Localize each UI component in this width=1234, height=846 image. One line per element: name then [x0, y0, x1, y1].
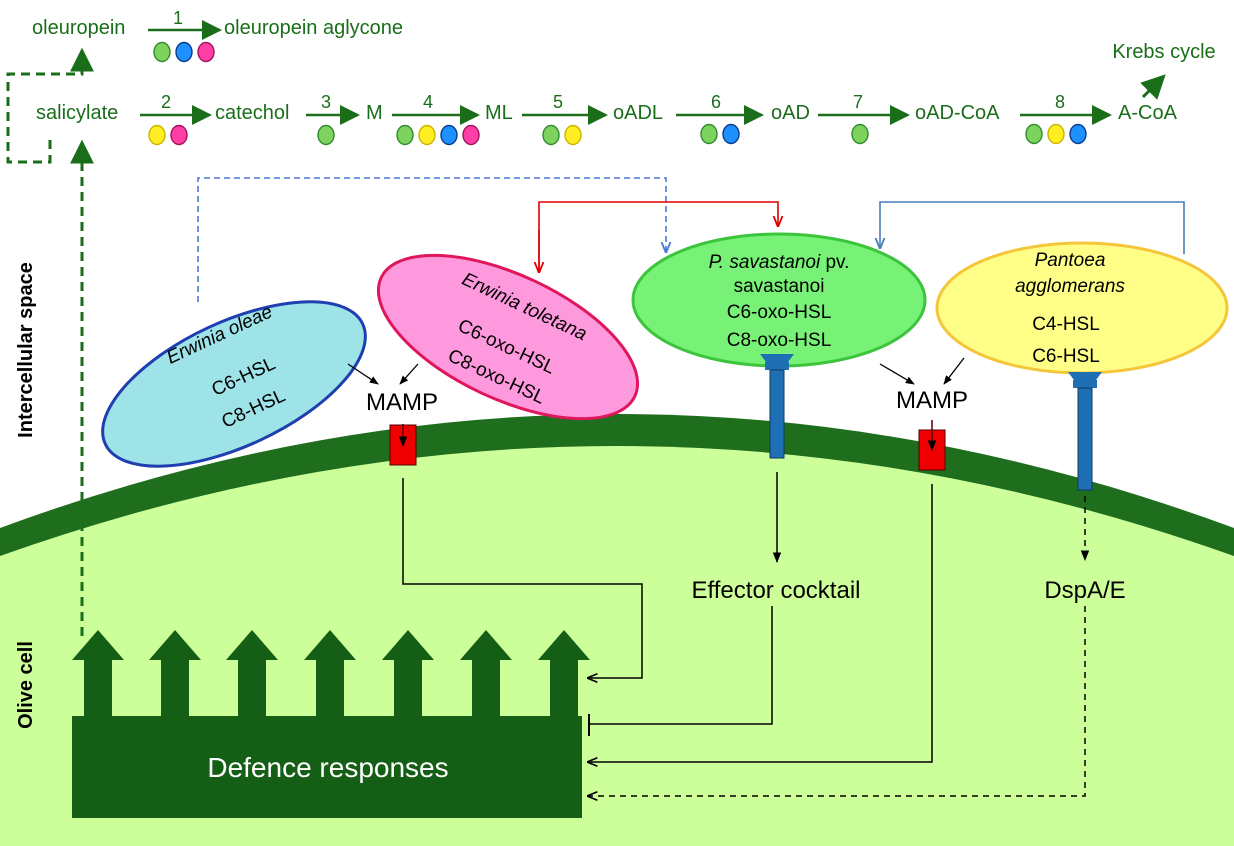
compound-m: M — [366, 102, 383, 124]
oleae-to-mamp-arrow — [347, 363, 379, 385]
enzyme-dot-step8-green — [1025, 123, 1043, 145]
p-savastanoi-name-rest: pv. — [820, 252, 849, 273]
enzyme-dot-step6-blue — [722, 123, 740, 145]
pantoea-to-psv-connector — [880, 201, 1185, 254]
effector-cocktail-label: Effector cocktail — [692, 577, 861, 604]
mamp-right-to-defence-arrow — [588, 484, 933, 762]
enzyme-dot-step5-yellow — [564, 124, 582, 146]
step-number-4: 4 — [423, 92, 433, 112]
step-number-8: 8 — [1055, 92, 1065, 112]
enzyme-dot-step2-pink — [170, 124, 188, 146]
p-savastanoi-name-line1: P. savastanoi pv. — [709, 252, 850, 273]
step-number-6: 6 — [711, 92, 721, 112]
dsp-to-defence-dashed-arrow — [588, 606, 1086, 796]
t3ss-psv — [760, 354, 794, 459]
t3ss-pantoea — [1068, 372, 1102, 491]
compound-oad-coa: oAD-CoA — [915, 102, 1000, 124]
mamp-left-to-defence-arrow — [402, 478, 643, 678]
compound-oleuropein: oleuropein — [32, 17, 125, 39]
p-savastanoi-name-italic: P. savastanoi — [709, 252, 821, 273]
compound-oad: oAD — [771, 102, 810, 124]
step-number-5: 5 — [553, 92, 563, 112]
enzyme-dot-step4-pink — [462, 124, 480, 146]
defence-responses-label: Defence responses — [207, 752, 448, 783]
step-number-7: 7 — [853, 92, 863, 112]
enzyme-dot-step8-yellow — [1047, 123, 1065, 145]
pantoea-to-mamp-arrow — [943, 357, 965, 385]
compound-ml: ML — [485, 102, 513, 124]
intercellular-space-label: Intercellular space — [15, 262, 37, 438]
pantoea-name-line2: agglomerans — [1015, 276, 1125, 297]
enzyme-dot-step3-green — [317, 124, 335, 146]
enzyme-dot-step8-blue — [1069, 123, 1087, 145]
effector-inhibits-defence — [590, 606, 773, 725]
compound-salicylate: salicylate — [36, 102, 118, 124]
mamp-label-right: MAMP — [896, 387, 968, 414]
compound-catechol: catechol — [215, 102, 290, 124]
defence-responses-block: Defence responses — [72, 630, 590, 818]
enzyme-dot-step4-yellow — [418, 124, 436, 146]
oleae-to-psv-dashed-arrow — [197, 177, 666, 302]
p-savastanoi-signal-2: C8-oxo-HSL — [727, 330, 832, 351]
psv-to-mamp-arrow — [879, 363, 915, 385]
enzyme-dot-step2-yellow — [148, 124, 166, 146]
enzyme-dot-step1-green — [153, 41, 171, 63]
pantoea-name-line1: Pantoea — [1035, 250, 1106, 271]
p-savastanoi-name-line2: savastanoi — [734, 276, 825, 297]
compound-oleuropein-aglycone: oleuropein aglycone — [224, 17, 403, 39]
pantoea-signal-1: C4-HSL — [1032, 314, 1100, 335]
p-savastanoi-signal-1: C6-oxo-HSL — [727, 302, 832, 323]
enzyme-dot-step1-blue — [175, 41, 193, 63]
step-number-1: 1 — [173, 8, 183, 28]
enzyme-dot-step1-pink — [197, 41, 215, 63]
dsp-label: DspA/E — [1044, 577, 1125, 604]
compound-oadl: oADL — [613, 102, 663, 124]
bacterium-pantoea-agglomerans: Pantoea agglomerans C4-HSL C6-HSL — [935, 241, 1229, 375]
krebs-arrow — [1140, 74, 1166, 100]
enzyme-dot-step5-green — [542, 124, 560, 146]
enzyme-dots — [148, 41, 1087, 146]
enzyme-dot-step4-blue — [440, 124, 458, 146]
compound-a-coa: A-CoA — [1118, 102, 1178, 124]
pantoea-signal-2: C6-HSL — [1032, 346, 1100, 367]
mamp-label-left: MAMP — [366, 389, 438, 416]
toletana-to-mamp-arrow — [399, 363, 419, 385]
enzyme-dot-step4-green — [396, 124, 414, 146]
step-number-2: 2 — [161, 92, 171, 112]
salicylate-loop-dashed — [6, 47, 94, 164]
bacterium-p-savastanoi: P. savastanoi pv. savastanoi C6-oxo-HSL … — [631, 232, 927, 368]
enzyme-dot-step6-green — [700, 123, 718, 145]
olive-cell-label: Olive cell — [15, 641, 37, 729]
krebs-cycle-label: Krebs cycle — [1112, 41, 1215, 63]
enzyme-dot-step7-green — [851, 123, 869, 145]
step-number-3: 3 — [321, 92, 331, 112]
